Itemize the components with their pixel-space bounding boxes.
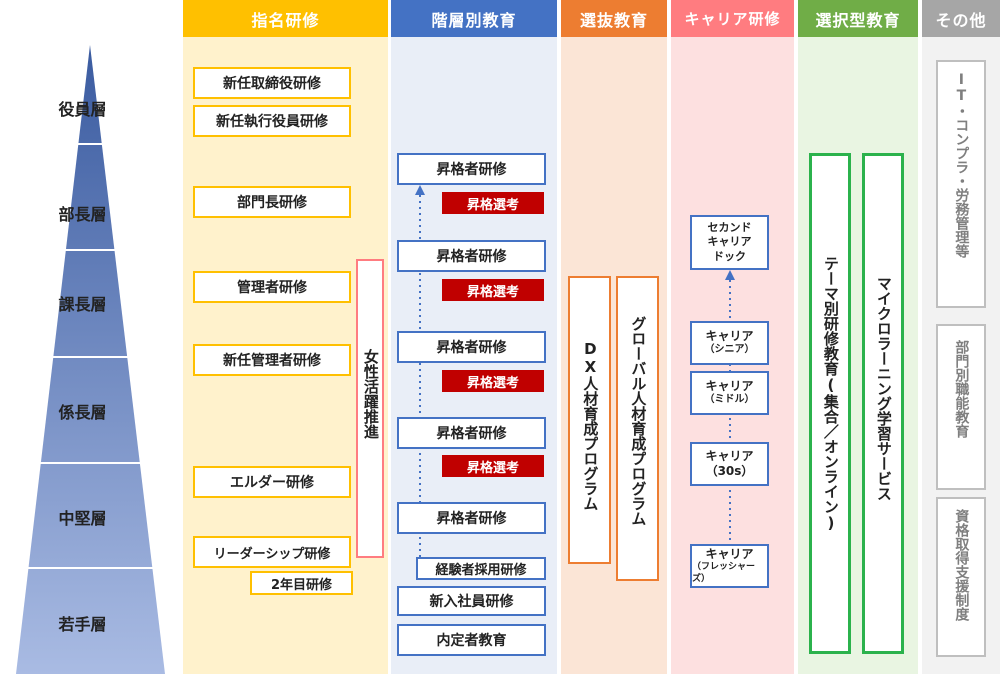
second-career-line-1: セカンド	[707, 221, 752, 235]
shimei-elder-training: エルダー研修	[193, 466, 351, 498]
career-senior-sub: （シニア）	[704, 344, 755, 356]
other-compliance: IT・コンプラ・労務管理等	[936, 60, 986, 308]
career-senior-title: キャリア	[705, 329, 754, 344]
dx-program-label: DX人材育成プログラム	[581, 340, 600, 511]
tier-pyramid	[0, 45, 180, 674]
senbatsu-dx-program: DX人材育成プログラム	[568, 276, 611, 564]
career-thirties-sub: （30s）	[705, 464, 754, 478]
second-career-line-3: ドック	[713, 249, 746, 263]
tier-label-chief: 係長層	[58, 403, 107, 422]
compliance-label: IT・コンプラ・労務管理等	[953, 72, 970, 258]
shimei-second-year-training: 2年目研修	[250, 571, 353, 595]
kaiso-new-employee-training: 新入社員研修	[397, 586, 546, 616]
kaiso-promotion-training-4: 昇格者研修	[397, 417, 546, 449]
shimei-leadership-training: リーダーシップ研修	[193, 536, 351, 568]
tier-label-officer: 役員層	[58, 100, 107, 119]
career-middle-title: キャリア	[705, 379, 754, 394]
kaiso-promotion-training-1: 昇格者研修	[397, 153, 546, 185]
header-career: キャリア研修	[671, 0, 794, 37]
tier-label-mid-level: 中堅層	[58, 509, 107, 528]
header-senbatsu: 選抜教育	[561, 0, 667, 37]
career-second-career-dock: セカンド キャリア ドック	[690, 215, 769, 270]
kaiso-prehire-education: 内定者教育	[397, 624, 546, 656]
kaiso-promotion-selection-1: 昇格選考	[442, 192, 544, 214]
shimei-manager-training: 管理者研修	[193, 271, 351, 303]
career-freshers-title: キャリア	[705, 547, 754, 562]
tier-label-young: 若手層	[58, 615, 107, 634]
kaiso-promotion-selection-3: 昇格選考	[442, 370, 544, 392]
department-education-label: 部門別職能教育	[953, 340, 970, 438]
career-middle: キャリア （ミドル）	[690, 371, 769, 415]
microlearning-label: マイクロラーニング学習サービス	[874, 276, 893, 501]
shimei-new-executive-training: 新任執行役員研修	[193, 105, 351, 137]
sentaku-microlearning: マイクロラーニング学習サービス	[862, 153, 904, 654]
tier-label-department-manager: 部長層	[58, 205, 107, 224]
women-advancement-label: 女性活躍推進	[361, 349, 380, 439]
global-program-label: グローバル人材育成プログラム	[629, 316, 648, 526]
other-license-support: 資格取得支援制度	[936, 497, 986, 657]
career-freshers-sub: （フレッシャーズ）	[692, 562, 756, 584]
career-thirties-title: キャリア	[705, 449, 754, 463]
license-support-label: 資格取得支援制度	[953, 509, 970, 621]
kaiso-promotion-training-3: 昇格者研修	[397, 331, 546, 363]
header-shimei: 指名研修	[183, 0, 388, 37]
kaiso-promotion-selection-2: 昇格選考	[442, 279, 544, 301]
sentaku-theme-training: テーマ別研修教育(集合／オンライン)	[809, 153, 851, 654]
kaiso-promotion-training-5: 昇格者研修	[397, 502, 546, 534]
theme-training-label: テーマ別研修教育(集合／オンライン)	[821, 256, 840, 532]
tier-label-section-manager: 課長層	[58, 295, 107, 314]
career-senior: キャリア （シニア）	[690, 321, 769, 365]
other-department-education: 部門別職能教育	[936, 324, 986, 490]
career-middle-sub: （ミドル）	[704, 394, 755, 406]
header-sentaku: 選択型教育	[798, 0, 918, 37]
shimei-women-advancement: 女性活躍推進	[356, 259, 384, 558]
header-other: その他	[922, 0, 1000, 37]
kaiso-promotion-selection-4: 昇格選考	[442, 455, 544, 477]
career-thirties: キャリア （30s）	[690, 442, 769, 486]
senbatsu-global-program: グローバル人材育成プログラム	[616, 276, 659, 581]
header-kaiso: 階層別教育	[391, 0, 557, 37]
shimei-new-manager-training: 新任管理者研修	[193, 344, 351, 376]
shimei-division-head-training: 部門長研修	[193, 186, 351, 218]
career-freshers: キャリア （フレッシャーズ）	[690, 544, 769, 588]
shimei-new-director-training: 新任取締役研修	[193, 67, 351, 99]
second-career-line-2: キャリア	[707, 235, 752, 249]
kaiso-promotion-training-2: 昇格者研修	[397, 240, 546, 272]
kaiso-midcareer-hire-training: 経験者採用研修	[416, 557, 546, 580]
